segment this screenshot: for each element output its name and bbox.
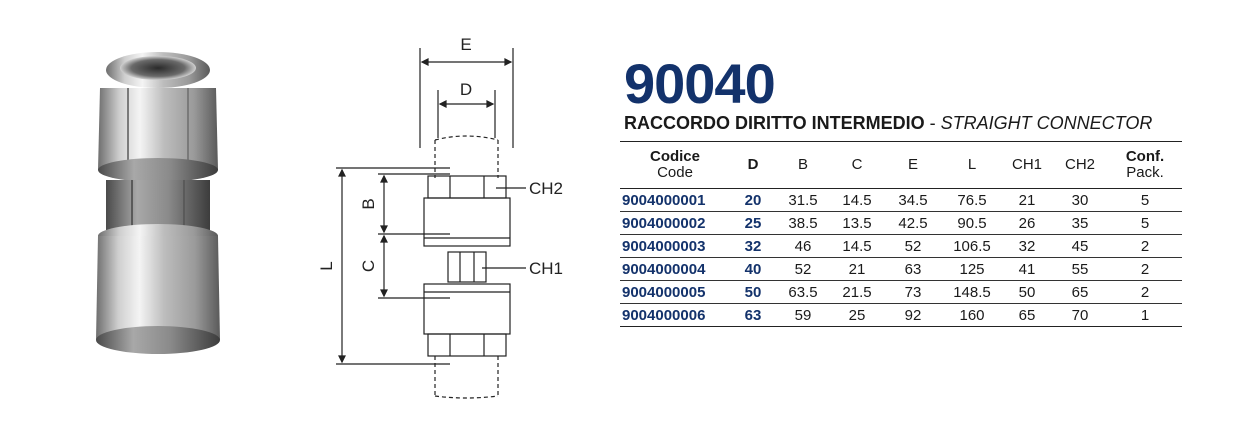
dim-label-b: B — [359, 198, 378, 209]
table-row: 9004000006 63 59 25 92 160 65 70 1 — [620, 303, 1182, 327]
dim-label-e: E — [460, 35, 471, 54]
cell-d: 50 — [730, 280, 776, 304]
cell-code: 9004000002 — [620, 211, 730, 235]
table-row: 9004000004 40 52 21 63 125 41 55 2 — [620, 257, 1182, 281]
cell-code: 9004000001 — [620, 188, 730, 212]
cell-e: 42.5 — [884, 211, 942, 235]
header-ch2: CH2 — [1052, 141, 1108, 189]
header-code: Codice Code — [620, 141, 730, 189]
cell-e: 73 — [884, 280, 942, 304]
cell-b: 59 — [776, 303, 830, 327]
cell-code: 9004000006 — [620, 303, 730, 327]
dimensions-table-wrapper: Codice Code D B C E L CH1 CH2 Conf. Pack… — [620, 141, 1182, 327]
header-c: C — [830, 141, 884, 189]
cell-pack: 5 — [1108, 211, 1182, 235]
product-name: RACCORDO DIRITTO INTERMEDIO - STRAIGHT C… — [624, 114, 1152, 132]
cell-d: 40 — [730, 257, 776, 281]
product-name-separator: - — [924, 113, 941, 133]
cell-ch1: 26 — [1002, 211, 1052, 235]
table-header-row: Codice Code D B C E L CH1 CH2 Conf. Pack… — [620, 141, 1182, 189]
dimensions-table: Codice Code D B C E L CH1 CH2 Conf. Pack… — [620, 141, 1182, 327]
cell-b: 63.5 — [776, 280, 830, 304]
header-ch1: CH1 — [1002, 141, 1052, 189]
cell-c: 25 — [830, 303, 884, 327]
cell-e: 63 — [884, 257, 942, 281]
header-b: B — [776, 141, 830, 189]
header-pack-line2: Pack. — [1126, 164, 1164, 181]
cell-ch2: 65 — [1052, 280, 1108, 304]
cell-pack: 2 — [1108, 234, 1182, 258]
header-d: D — [730, 141, 776, 189]
cell-ch2: 55 — [1052, 257, 1108, 281]
table-row: 9004000005 50 63.5 21.5 73 148.5 50 65 2 — [620, 280, 1182, 304]
header-l: L — [942, 141, 1002, 189]
dim-label-ch1: CH1 — [529, 259, 563, 278]
cell-code: 9004000003 — [620, 234, 730, 258]
cell-ch1: 21 — [1002, 188, 1052, 212]
cell-code: 9004000004 — [620, 257, 730, 281]
table-row: 9004000003 32 46 14.5 52 106.5 32 45 2 — [620, 234, 1182, 258]
cell-c: 14.5 — [830, 188, 884, 212]
cell-e: 34.5 — [884, 188, 942, 212]
cell-pack: 1 — [1108, 303, 1182, 327]
cell-c: 21.5 — [830, 280, 884, 304]
cell-b: 31.5 — [776, 188, 830, 212]
cell-c: 21 — [830, 257, 884, 281]
product-name-italian: RACCORDO DIRITTO INTERMEDIO — [624, 113, 925, 133]
table-row: 9004000001 20 31.5 14.5 34.5 76.5 21 30 … — [620, 188, 1182, 212]
cell-b: 52 — [776, 257, 830, 281]
dim-label-c: C — [359, 260, 378, 272]
product-code: 90040 — [624, 52, 776, 115]
cell-ch1: 65 — [1002, 303, 1052, 327]
product-photo — [96, 52, 220, 354]
cell-l: 90.5 — [942, 211, 1002, 235]
cell-d: 32 — [730, 234, 776, 258]
cell-l: 125 — [942, 257, 1002, 281]
header-code-line1: Codice — [649, 148, 700, 166]
cell-d: 20 — [730, 188, 776, 212]
cell-l: 76.5 — [942, 188, 1002, 212]
cell-c: 13.5 — [830, 211, 884, 235]
cell-code: 9004000005 — [620, 280, 730, 304]
cell-ch2: 70 — [1052, 303, 1108, 327]
cell-b: 38.5 — [776, 211, 830, 235]
cell-ch1: 50 — [1002, 280, 1052, 304]
technical-drawing: E D CH2 CH1 B C L — [317, 35, 563, 399]
cell-e: 52 — [884, 234, 942, 258]
cell-pack: 5 — [1108, 188, 1182, 212]
header-e: E — [884, 141, 942, 189]
header-d-label: D — [747, 156, 759, 174]
product-name-english: STRAIGHT CONNECTOR — [940, 113, 1153, 133]
cell-c: 14.5 — [830, 234, 884, 258]
cell-d: 63 — [730, 303, 776, 327]
cell-l: 148.5 — [942, 280, 1002, 304]
cell-ch1: 32 — [1002, 234, 1052, 258]
cell-ch2: 45 — [1052, 234, 1108, 258]
dim-label-d: D — [460, 80, 472, 99]
header-pack: Conf. Pack. — [1108, 141, 1182, 189]
cell-b: 46 — [776, 234, 830, 258]
dim-label-ch2: CH2 — [529, 179, 563, 198]
cell-l: 106.5 — [942, 234, 1002, 258]
cell-ch2: 35 — [1052, 211, 1108, 235]
cell-l: 160 — [942, 303, 1002, 327]
header-code-line2: Code — [657, 164, 693, 181]
cell-ch1: 41 — [1002, 257, 1052, 281]
cell-e: 92 — [884, 303, 942, 327]
cell-pack: 2 — [1108, 257, 1182, 281]
table-row: 9004000002 25 38.5 13.5 42.5 90.5 26 35 … — [620, 211, 1182, 235]
cell-ch2: 30 — [1052, 188, 1108, 212]
header-pack-line1: Conf. — [1125, 148, 1165, 166]
dim-label-l: L — [317, 261, 336, 270]
table-body: 9004000001 20 31.5 14.5 34.5 76.5 21 30 … — [620, 188, 1182, 327]
cell-pack: 2 — [1108, 280, 1182, 304]
cell-d: 25 — [730, 211, 776, 235]
